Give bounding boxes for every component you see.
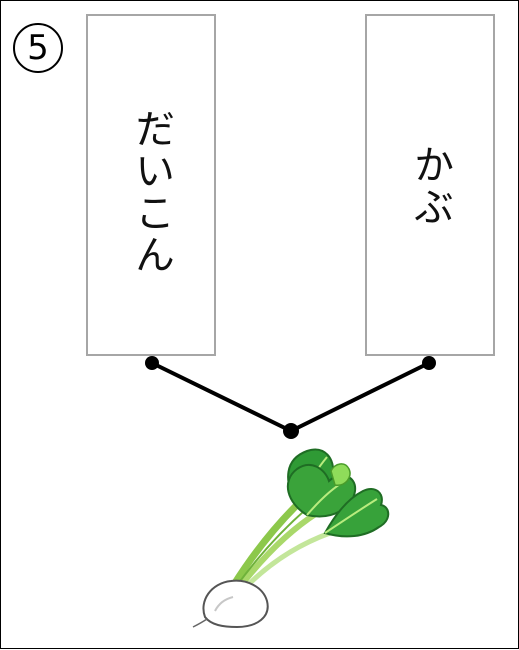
connector-dot-center — [283, 423, 299, 439]
choice-card-label: だいこん — [128, 108, 174, 276]
connector-line-left — [150, 361, 293, 433]
connector-line-right — [289, 361, 431, 433]
connector-dot-right — [422, 356, 436, 370]
choice-card-kabu[interactable]: かぶ — [365, 14, 495, 356]
question-number-badge: 5 — [13, 23, 63, 73]
connector-dot-left — [145, 356, 159, 370]
question-number: 5 — [27, 28, 49, 68]
turnip-picture — [185, 441, 395, 636]
turnip-icon — [192, 448, 390, 629]
choice-card-daikon[interactable]: だいこん — [86, 14, 216, 356]
choice-card-label: かぶ — [407, 144, 453, 228]
